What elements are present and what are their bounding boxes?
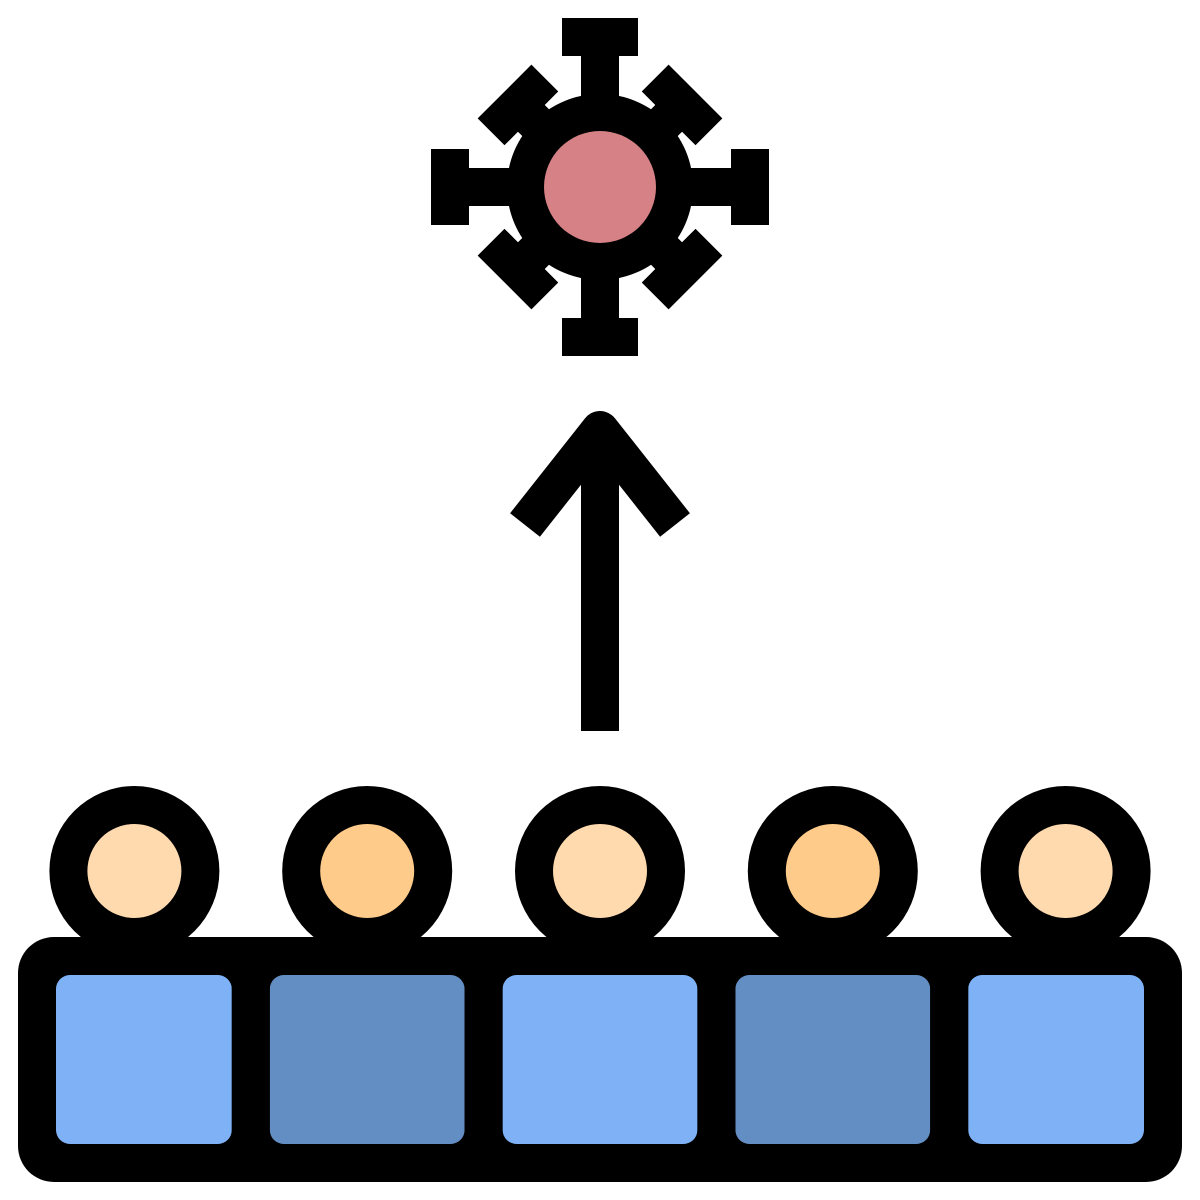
people-row [18, 786, 1182, 1182]
person-divider [464, 937, 503, 1182]
virus-core [544, 131, 656, 243]
person [49, 786, 232, 1144]
person-head [785, 824, 880, 918]
virus-spike-notch [562, 56, 638, 78]
virus-spike [680, 149, 769, 225]
virus-spike [562, 18, 638, 107]
arrow-up-icon [510, 411, 690, 731]
virus-spikes [431, 18, 769, 356]
virus-spike-notch [709, 149, 731, 225]
virus-spike-notch [562, 296, 638, 318]
person-body [56, 975, 232, 1144]
arrow-head [510, 411, 690, 537]
person-head [87, 824, 182, 918]
virus-spike [562, 267, 638, 356]
person-body [269, 975, 465, 1144]
person-divider [930, 937, 969, 1182]
person-divider [697, 937, 736, 1182]
person-head [1018, 824, 1113, 918]
person-divider [231, 937, 270, 1182]
person [735, 786, 931, 1144]
person-head [553, 824, 647, 918]
virus-spike [431, 149, 520, 225]
person-head [320, 824, 415, 918]
person [269, 786, 465, 1144]
arrow-shaft [581, 438, 619, 731]
person [502, 786, 698, 1144]
person-body [502, 975, 698, 1144]
virus-spike-notch [469, 149, 491, 225]
person [968, 786, 1151, 1144]
person-body [735, 975, 931, 1144]
virus-icon [431, 18, 769, 356]
person-body [968, 975, 1144, 1144]
